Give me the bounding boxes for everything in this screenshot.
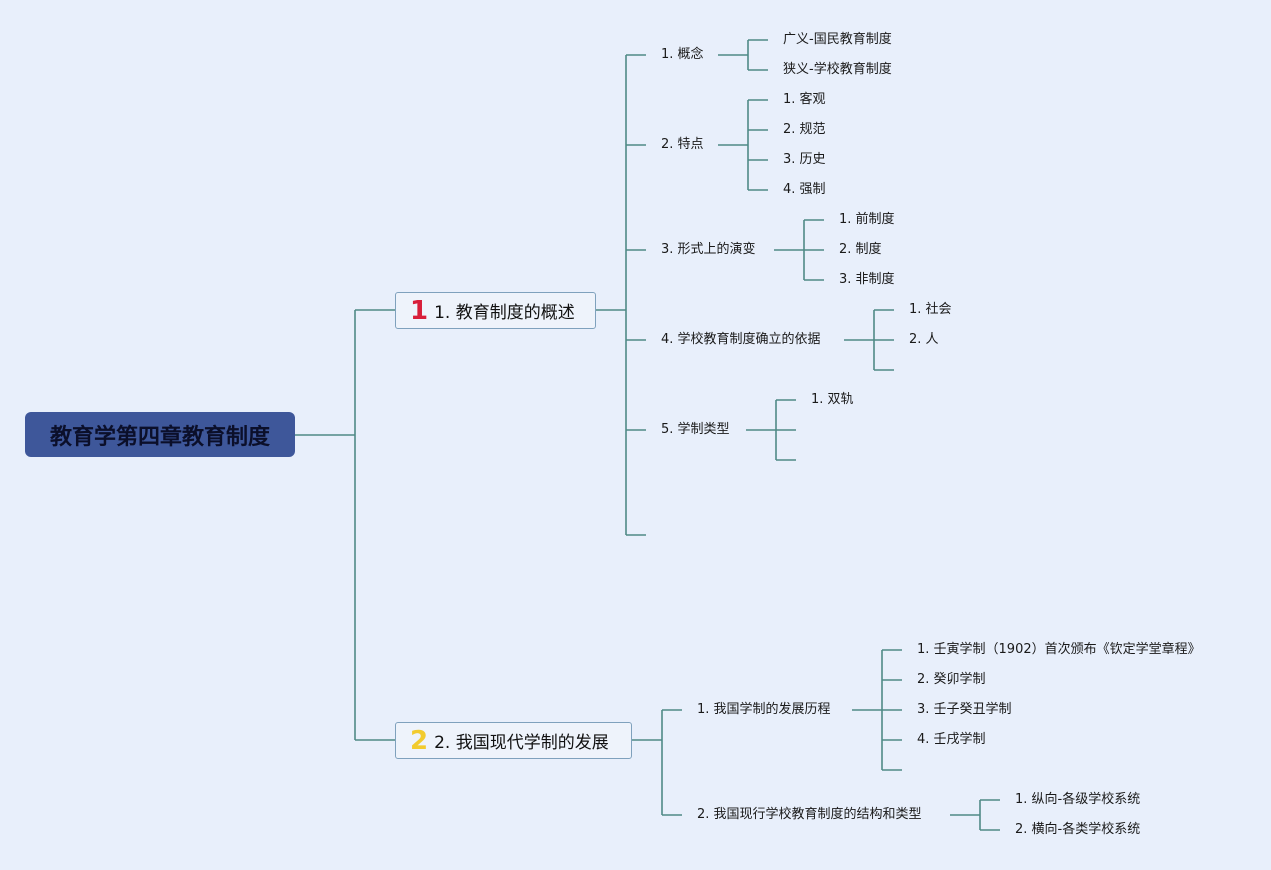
branch-label: 2. 我国现代学制的发展 — [434, 733, 609, 753]
leaf-item[interactable]: 1. 社会 — [909, 302, 952, 317]
leaf-item[interactable]: 1. 前制度 — [839, 212, 895, 227]
leaf-item[interactable]: 3. 壬子癸丑学制 — [917, 702, 1012, 717]
leaf-item[interactable]: 狭义-学校教育制度 — [783, 62, 892, 77]
topic-types[interactable]: 5. 学制类型 — [661, 422, 730, 437]
leaf-item[interactable]: 2. 规范 — [783, 122, 826, 137]
topic-basis[interactable]: 4. 学校教育制度确立的依据 — [661, 332, 821, 347]
leaf-item[interactable]: 1. 客观 — [783, 92, 826, 107]
number-badge-icon: 2 — [410, 725, 429, 756]
leaf-item[interactable]: 2. 制度 — [839, 242, 882, 257]
number-badge-icon: 1 — [410, 295, 429, 326]
leaf-item[interactable]: 1. 纵向-各级学校系统 — [1015, 792, 1141, 807]
root-title: 教育学第四章教育制度 — [49, 424, 270, 450]
leaf-item[interactable]: 1. 壬寅学制（1902）首次颁布《钦定学堂章程》 — [917, 642, 1201, 657]
leaf-item[interactable]: 1. 双轨 — [811, 392, 854, 407]
topic-concept[interactable]: 1. 概念 — [661, 47, 704, 62]
branch-node-modern-system[interactable]: 2 2. 我国现代学制的发展 — [395, 722, 632, 759]
branch-node-overview[interactable]: 1 1. 教育制度的概述 — [395, 292, 596, 329]
leaf-item[interactable]: 2. 人 — [909, 332, 939, 347]
leaf-item[interactable]: 3. 非制度 — [839, 272, 895, 287]
topic-current-structure[interactable]: 2. 我国现行学校教育制度的结构和类型 — [697, 807, 922, 822]
leaf-item[interactable]: 2. 横向-各类学校系统 — [1015, 822, 1141, 837]
leaf-item[interactable]: 4. 强制 — [783, 182, 826, 197]
leaf-item[interactable]: 2. 癸卯学制 — [917, 672, 986, 687]
topic-history[interactable]: 1. 我国学制的发展历程 — [697, 702, 831, 717]
leaf-item[interactable]: 4. 壬戌学制 — [917, 732, 986, 747]
topic-form-evolution[interactable]: 3. 形式上的演变 — [661, 242, 756, 257]
topic-features[interactable]: 2. 特点 — [661, 137, 704, 152]
root-node[interactable]: 教育学第四章教育制度 — [25, 412, 295, 457]
leaf-item[interactable]: 3. 历史 — [783, 152, 826, 167]
leaf-item[interactable]: 广义-国民教育制度 — [783, 32, 892, 47]
branch-label: 1. 教育制度的概述 — [434, 303, 575, 323]
